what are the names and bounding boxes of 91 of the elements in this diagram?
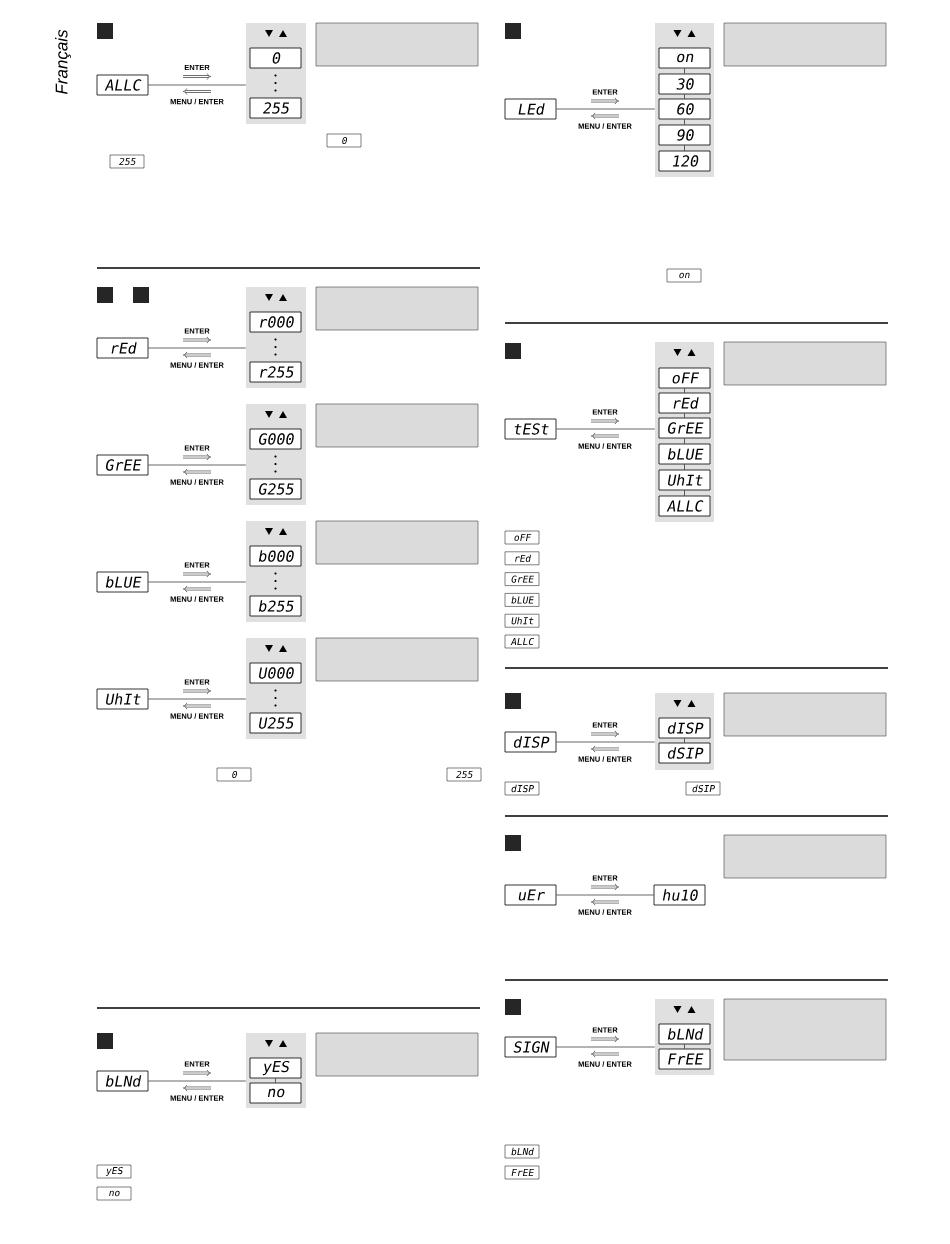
- display-readout: UhIt: [504, 613, 540, 628]
- display-readout: LEd: [504, 98, 557, 120]
- blank-panel: [723, 692, 887, 737]
- display-readout: ALLC: [504, 634, 540, 649]
- connector-line: [684, 464, 685, 470]
- display-readout: bLNd: [658, 1023, 711, 1045]
- display-readout: b000: [249, 545, 302, 567]
- display-readout: 60: [658, 98, 711, 120]
- display-readout: dISP: [504, 781, 540, 796]
- display-readout: tESt: [504, 418, 557, 440]
- display-readout: FrEE: [658, 1048, 711, 1070]
- display-readout: yES: [96, 1164, 132, 1179]
- display-readout: bLUE: [504, 593, 540, 607]
- display-readout: no: [249, 1082, 302, 1104]
- display-readout: 90: [658, 124, 711, 146]
- connector-line: [684, 490, 685, 496]
- connector-line: [684, 119, 685, 125]
- blank-panel: [723, 341, 887, 386]
- blank-panel: [723, 834, 887, 879]
- blank-panel: [723, 998, 887, 1061]
- display-readout: on: [658, 47, 711, 69]
- display-readout: ALLC: [658, 495, 711, 517]
- display-readout: UhIt: [96, 688, 149, 710]
- blank-panel: [315, 520, 479, 565]
- display-readout: no: [96, 1186, 132, 1201]
- display-readout: 255: [109, 154, 145, 169]
- display-readout: G255: [249, 478, 302, 500]
- connector-line: [684, 145, 685, 151]
- display-readout: r000: [249, 311, 302, 333]
- connector-line: [684, 438, 685, 444]
- display-readout: oFF: [504, 530, 540, 545]
- blank-panel: [315, 22, 479, 67]
- connector-line: [684, 1044, 685, 1049]
- display-readout: r255: [249, 361, 302, 383]
- display-readout: 255: [446, 767, 482, 782]
- display-readout: rEd: [658, 392, 711, 414]
- display-readout: U255: [249, 712, 302, 734]
- display-readout: rEd: [504, 551, 540, 566]
- display-readout: 255: [249, 97, 302, 119]
- connector-line: [148, 581, 247, 583]
- connector-line: [684, 413, 685, 418]
- connector-line: [556, 1046, 656, 1048]
- display-readout: bLUE: [96, 571, 149, 593]
- connector-line: [556, 894, 654, 896]
- display-readout: dISP: [504, 731, 557, 753]
- connector-line: [684, 388, 685, 393]
- display-readout: on: [666, 268, 702, 283]
- connector-line: [148, 464, 247, 466]
- display-readout: bLNd: [96, 1070, 149, 1092]
- blank-panel: [315, 286, 479, 331]
- connector-line: [684, 738, 685, 743]
- connector-line: [148, 347, 247, 349]
- blank-panel: [315, 637, 479, 682]
- display-readout: oFF: [658, 367, 711, 389]
- display-readout: GrEE: [96, 454, 149, 476]
- display-readout: ALLC: [96, 74, 149, 96]
- connector-line: [556, 428, 656, 430]
- display-readout: SIGN: [504, 1036, 557, 1058]
- display-readout: 30: [658, 73, 711, 95]
- display-readout: 0: [216, 767, 252, 782]
- display-readout: yES: [249, 1057, 302, 1079]
- display-readout: rEd: [96, 337, 149, 359]
- display-readout: dSIP: [685, 781, 721, 796]
- display-readout: G000: [249, 428, 302, 450]
- display-readout: FrEE: [504, 1165, 540, 1180]
- display-readout: dSIP: [658, 742, 711, 764]
- display-readout: uEr: [504, 884, 557, 906]
- display-readout: 0: [326, 133, 362, 148]
- display-readout: bLNd: [504, 1144, 540, 1159]
- connector-line: [148, 84, 247, 86]
- connector-line: [148, 698, 247, 700]
- display-readout: U000: [249, 662, 302, 684]
- display-readout: 0: [249, 47, 302, 69]
- display-readout: GrEE: [504, 572, 540, 586]
- blank-panel: [723, 22, 887, 67]
- display-readout: GrEE: [658, 417, 711, 439]
- display-readout: 120: [658, 150, 711, 172]
- blank-panel: [315, 1032, 479, 1077]
- display-readout: hu10: [653, 884, 706, 906]
- connector-line: [556, 108, 656, 110]
- connector-line: [148, 1080, 247, 1082]
- display-readout: UhIt: [658, 469, 711, 491]
- display-readout: b255: [249, 595, 302, 617]
- connector-line: [556, 741, 656, 743]
- blank-panel: [315, 403, 479, 448]
- connector-line: [275, 1078, 276, 1083]
- connector-line: [684, 94, 685, 99]
- display-readout: dISP: [658, 717, 711, 739]
- display-readout: bLUE: [658, 443, 711, 465]
- side-title: Français: [55, 29, 71, 95]
- connector-line: [684, 68, 685, 74]
